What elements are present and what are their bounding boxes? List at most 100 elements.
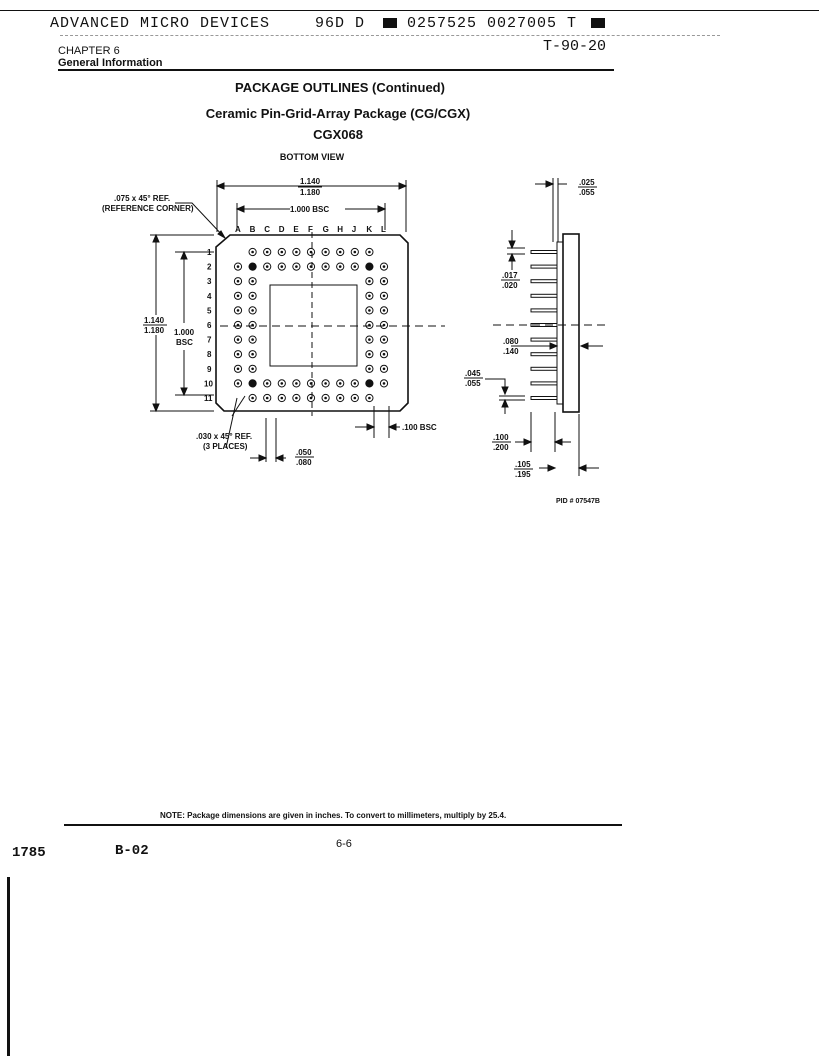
side-view-drawing: .025 .055 .017 .020 .080 .140 .045 .055 …	[464, 178, 605, 479]
side-195-label: .195	[515, 470, 531, 479]
pin	[263, 262, 272, 271]
reference-code: T-90-20	[543, 38, 607, 55]
pin-center	[251, 352, 254, 356]
pin	[321, 262, 330, 271]
pin	[365, 364, 374, 373]
pin	[379, 320, 389, 330]
pin-center	[236, 367, 240, 371]
pin-center	[236, 338, 240, 341]
side-105-label: .105	[515, 460, 531, 469]
pin	[292, 247, 301, 257]
pin	[277, 393, 286, 403]
pin	[248, 277, 257, 286]
pin	[321, 247, 330, 257]
side-pin	[530, 279, 558, 284]
top-rule	[0, 10, 819, 11]
column-label: J	[352, 225, 356, 234]
pin	[365, 379, 374, 388]
side-200-label: .200	[493, 443, 509, 452]
column-label: C	[264, 225, 270, 234]
pin-center	[368, 396, 371, 400]
pin	[321, 393, 330, 403]
pin	[379, 262, 389, 271]
pin-center	[353, 250, 357, 254]
pin	[365, 247, 374, 257]
pin	[350, 393, 359, 403]
pin	[263, 247, 272, 257]
side-pin	[530, 337, 558, 342]
side-pin	[530, 381, 558, 386]
pin	[233, 291, 243, 300]
pin	[248, 247, 257, 257]
black-block-icon	[383, 18, 397, 29]
pin	[365, 393, 374, 403]
pin-center	[338, 250, 342, 254]
side-pin	[530, 308, 558, 313]
pin	[379, 364, 389, 373]
pin-center	[265, 396, 269, 400]
pin	[233, 277, 243, 286]
pin-center	[368, 367, 371, 371]
pin	[248, 335, 257, 344]
pin-center	[365, 263, 373, 271]
pin-center	[251, 309, 254, 312]
pin-center	[382, 294, 386, 298]
view-label: BOTTOM VIEW	[279, 152, 345, 162]
row-label: 5	[207, 306, 212, 315]
pin	[306, 247, 316, 257]
package-title: Ceramic Pin-Grid-Array Package (CG/CGX)	[205, 106, 471, 121]
pin-center	[251, 396, 254, 400]
pin	[248, 320, 257, 330]
pin-center	[251, 323, 254, 327]
side-045-label: .045	[465, 369, 481, 378]
pin	[379, 335, 389, 344]
footer-rule	[64, 824, 622, 826]
pin-center	[338, 265, 342, 268]
pin	[336, 262, 345, 271]
inner-bot-label: BSC	[176, 338, 193, 347]
pin	[233, 306, 243, 315]
pin	[306, 393, 316, 403]
pin-center	[382, 279, 386, 283]
inner-top-label: 1.000	[174, 328, 195, 337]
side-pin	[530, 396, 558, 400]
corner-ref-label: .075 x 45° REF.	[114, 194, 170, 203]
pin	[365, 291, 374, 300]
column-label: G	[323, 225, 329, 234]
pin-center	[249, 379, 257, 387]
pin-dia-bot-label: .080	[296, 458, 312, 467]
side-055-label: .055	[465, 379, 481, 388]
pin-center	[251, 367, 254, 371]
pin-center	[236, 265, 240, 268]
pin-center	[236, 294, 240, 298]
pin-center	[236, 323, 240, 327]
height-bot-label: 1.180	[144, 326, 165, 335]
pin-center	[368, 323, 371, 327]
pin-center	[236, 352, 240, 356]
black-block-icon	[591, 18, 606, 29]
pin	[233, 262, 243, 271]
pin	[263, 379, 272, 388]
pin-center	[265, 250, 269, 254]
pin-center	[368, 338, 371, 341]
header-rule	[58, 69, 614, 71]
package-outline	[215, 234, 409, 412]
corner-places-label-2: (3 PLACES)	[203, 442, 248, 451]
pin-array	[233, 247, 389, 403]
pin-center	[309, 250, 313, 254]
pin	[248, 306, 257, 315]
row-label: 4	[207, 292, 212, 301]
pin	[292, 379, 301, 388]
pin	[336, 379, 345, 388]
pin	[379, 306, 389, 315]
pin	[277, 247, 286, 257]
pin	[379, 379, 389, 388]
side-pin	[530, 250, 558, 254]
side-100-label: .100	[493, 433, 509, 442]
pin-spacing-label: .100 BSC	[402, 423, 437, 432]
pin-center	[353, 382, 357, 385]
pin	[379, 277, 389, 286]
pin-center	[236, 309, 240, 312]
